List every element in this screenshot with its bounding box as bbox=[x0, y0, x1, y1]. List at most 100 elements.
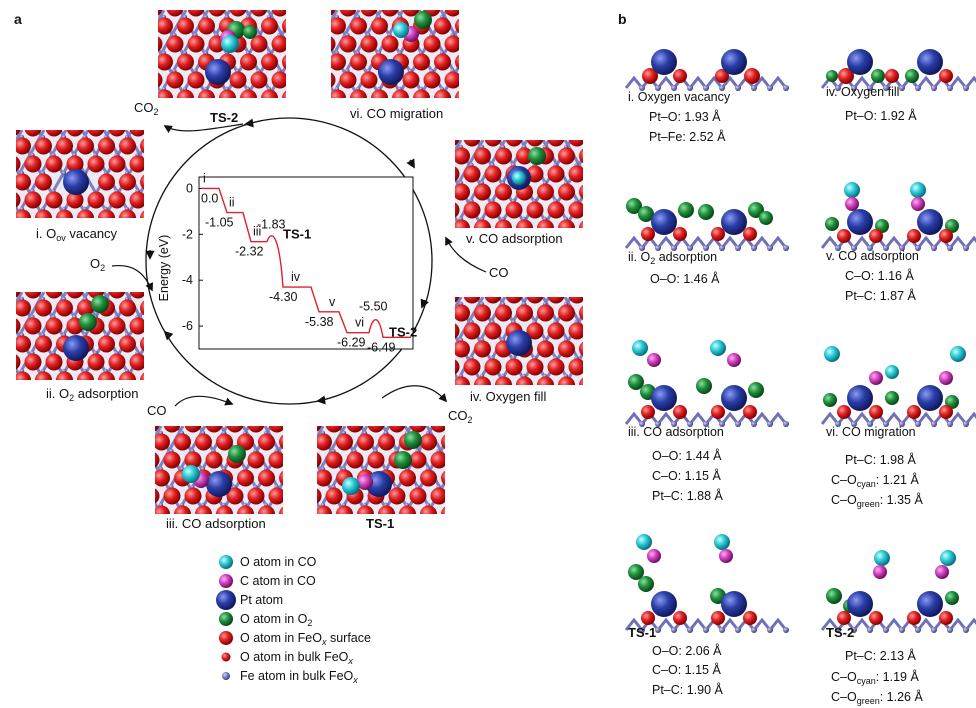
svg-text:C–O: 1.16 Å: C–O: 1.16 Å bbox=[845, 268, 914, 283]
structure-ts2 bbox=[158, 10, 286, 98]
caption-oxygen-vacancy: i. Oxygen vacancy Pt–O: 1.93 Å Pt–Fe: 2.… bbox=[628, 90, 731, 144]
legend-item: Pt atom bbox=[216, 590, 283, 610]
caption-co-adsorption-iii: iii. CO adsorption O–O: 1.44 Å C–O: 1.15… bbox=[628, 425, 724, 503]
stage-label-oxygen-fill: iv. Oxygen fill bbox=[470, 389, 546, 404]
svg-text:Pt–C: 1.90 Å: Pt–C: 1.90 Å bbox=[652, 682, 724, 697]
side-structure-oxygen-vacancy bbox=[624, 49, 789, 91]
stage-label-ts2: TS-2 bbox=[210, 110, 238, 125]
panel-a-label: a bbox=[14, 11, 22, 27]
legend-swatch bbox=[221, 652, 231, 662]
stage-label-ts1: TS-1 bbox=[366, 516, 394, 531]
step-label-ii: ii bbox=[229, 196, 235, 210]
reaction-cycle-circle bbox=[145, 117, 433, 405]
svg-text:Pt–C: 2.13 Å: Pt–C: 2.13 Å bbox=[845, 648, 917, 663]
stage-label-oxygen-vacancy: i. Oov vacancy bbox=[36, 226, 118, 243]
legend-item: Fe atom in bulk FeOx bbox=[222, 669, 358, 685]
energy-label: -5.38 bbox=[305, 315, 334, 329]
svg-text:O–O: 1.46 Å: O–O: 1.46 Å bbox=[650, 271, 720, 286]
co-uptake-arrow-left bbox=[174, 395, 234, 407]
co2-release-arrow-top bbox=[163, 123, 244, 134]
side-structure-co-adsorption-v bbox=[820, 182, 976, 251]
structure-ts1 bbox=[317, 426, 445, 514]
panel-b-label: b bbox=[618, 11, 627, 27]
co2-label-bottom: CO2 bbox=[448, 408, 473, 425]
svg-text:Pt–Fe: 2.52 Å: Pt–Fe: 2.52 Å bbox=[649, 129, 726, 144]
side-structure-co-migration bbox=[820, 346, 976, 427]
svg-text:iii. CO adsorption: iii. CO adsorption bbox=[628, 425, 724, 439]
legend-item: C atom in CO bbox=[219, 574, 316, 588]
svg-text:O–O: 1.44 Å: O–O: 1.44 Å bbox=[652, 448, 722, 463]
caption-ts2: TS-2 Pt–C: 2.13 Å C–Ocyan: 1.19 Å C–Ogre… bbox=[826, 625, 923, 706]
y-tick-label: 0 bbox=[186, 181, 193, 195]
legend-item: O atom in O2 bbox=[219, 612, 312, 628]
legend-swatch bbox=[219, 612, 233, 626]
side-structure-ts1 bbox=[624, 534, 789, 633]
svg-text:C–Ocyan: 1.19 Å: C–Ocyan: 1.19 Å bbox=[831, 669, 919, 686]
svg-text:TS-2: TS-2 bbox=[826, 625, 854, 640]
step-label-i: i bbox=[203, 171, 206, 185]
stage-label-co-adsorption-v: v. CO adsorption bbox=[466, 231, 563, 246]
caption-co-migration: vi. CO migration Pt–C: 1.98 Å C–Ocyan: 1… bbox=[826, 425, 923, 509]
legend-label: C atom in CO bbox=[240, 574, 316, 588]
side-structure-co-adsorption-iii bbox=[624, 340, 789, 427]
svg-text:Pt–O: 1.92 Å: Pt–O: 1.92 Å bbox=[845, 108, 917, 123]
step-label-iii: iii bbox=[253, 225, 261, 239]
co2-label-top: CO2 bbox=[134, 100, 159, 117]
y-tick-label: -4 bbox=[182, 273, 193, 287]
side-structure-ts2 bbox=[820, 550, 976, 633]
energy-profile-chart: 0-2-4-6 Energy (eV) iiiiiiivvvi0.0-1.05-… bbox=[157, 171, 417, 354]
co-label-left: CO bbox=[147, 403, 167, 418]
step-label-v: v bbox=[329, 295, 336, 309]
svg-text:C–O: 1.15 Å: C–O: 1.15 Å bbox=[652, 468, 721, 483]
legend-swatch bbox=[222, 672, 230, 680]
legend-item: O atom in CO bbox=[219, 555, 317, 569]
stage-label-o2-adsorption: ii. O2 adsorption bbox=[46, 386, 138, 403]
svg-text:Pt–O: 1.93 Å: Pt–O: 1.93 Å bbox=[649, 109, 721, 124]
co2-release-arrow-bottom bbox=[381, 385, 448, 403]
energy-label: -1.05 bbox=[205, 216, 234, 230]
svg-text:v. CO adsorption: v. CO adsorption bbox=[826, 249, 919, 263]
svg-text:C–Ogreen: 1.26 Å: C–Ogreen: 1.26 Å bbox=[831, 689, 923, 706]
o2-uptake-arrow bbox=[111, 264, 153, 292]
step-label-vi: vi bbox=[355, 316, 364, 330]
svg-text:vi. CO migration: vi. CO migration bbox=[826, 425, 916, 439]
energy-label: -6.49 bbox=[367, 340, 396, 354]
legend-label: O atom in FeOx surface bbox=[240, 631, 371, 647]
legend-swatch bbox=[219, 631, 233, 645]
structure-o2-adsorption bbox=[16, 292, 144, 380]
legend-label: Fe atom in bulk FeOx bbox=[240, 669, 358, 685]
energy-label: -6.29 bbox=[337, 336, 366, 350]
stage-label-co-adsorption-iii: iii. CO adsorption bbox=[166, 516, 266, 531]
structure-co-adsorption-v bbox=[455, 140, 583, 228]
energy-labels: iiiiiiivvvi0.0-1.05-2.32-1.83-4.30-5.38-… bbox=[201, 171, 417, 354]
legend-label: O atom in O2 bbox=[240, 612, 312, 628]
legend-swatch bbox=[219, 574, 233, 588]
energy-profile-line bbox=[201, 187, 411, 339]
side-structure-oxygen-fill bbox=[820, 49, 976, 91]
structure-oxygen-fill bbox=[455, 297, 583, 385]
legend-item: O atom in FeOx surface bbox=[219, 631, 371, 647]
energy-label: -1.83 bbox=[257, 217, 286, 231]
ts-label: TS-2 bbox=[389, 325, 417, 340]
legend-swatch bbox=[216, 590, 236, 610]
svg-text:O–O: 2.06 Å: O–O: 2.06 Å bbox=[652, 643, 722, 658]
svg-text:C–Ocyan: 1.21 Å: C–Ocyan: 1.21 Å bbox=[831, 472, 919, 489]
svg-text:Pt–C: 1.88 Å: Pt–C: 1.88 Å bbox=[652, 488, 724, 503]
o2-label: O2 bbox=[90, 256, 105, 273]
cycle-arrows bbox=[145, 118, 430, 405]
stage-label-co-migration: vi. CO migration bbox=[350, 106, 443, 121]
side-structure-o2-adsorption bbox=[624, 198, 789, 251]
svg-text:ii. O2 adsorption: ii. O2 adsorption bbox=[628, 250, 717, 266]
structure-oxygen-vacancy bbox=[16, 130, 144, 218]
svg-text:i. Oxygen vacancy: i. Oxygen vacancy bbox=[628, 90, 731, 104]
svg-text:TS-1: TS-1 bbox=[628, 625, 656, 640]
energy-label: -4.30 bbox=[269, 290, 298, 304]
svg-text:C–O: 1.15 Å: C–O: 1.15 Å bbox=[652, 662, 721, 677]
structure-co-adsorption-iii bbox=[155, 426, 283, 514]
svg-text:iv. Oxygen fill: iv. Oxygen fill bbox=[826, 85, 899, 99]
structure-co-migration bbox=[331, 10, 459, 98]
legend-item: O atom in bulk FeOx bbox=[221, 650, 353, 666]
ts-label: TS-1 bbox=[283, 226, 311, 241]
energy-label: -5.50 bbox=[359, 300, 388, 314]
